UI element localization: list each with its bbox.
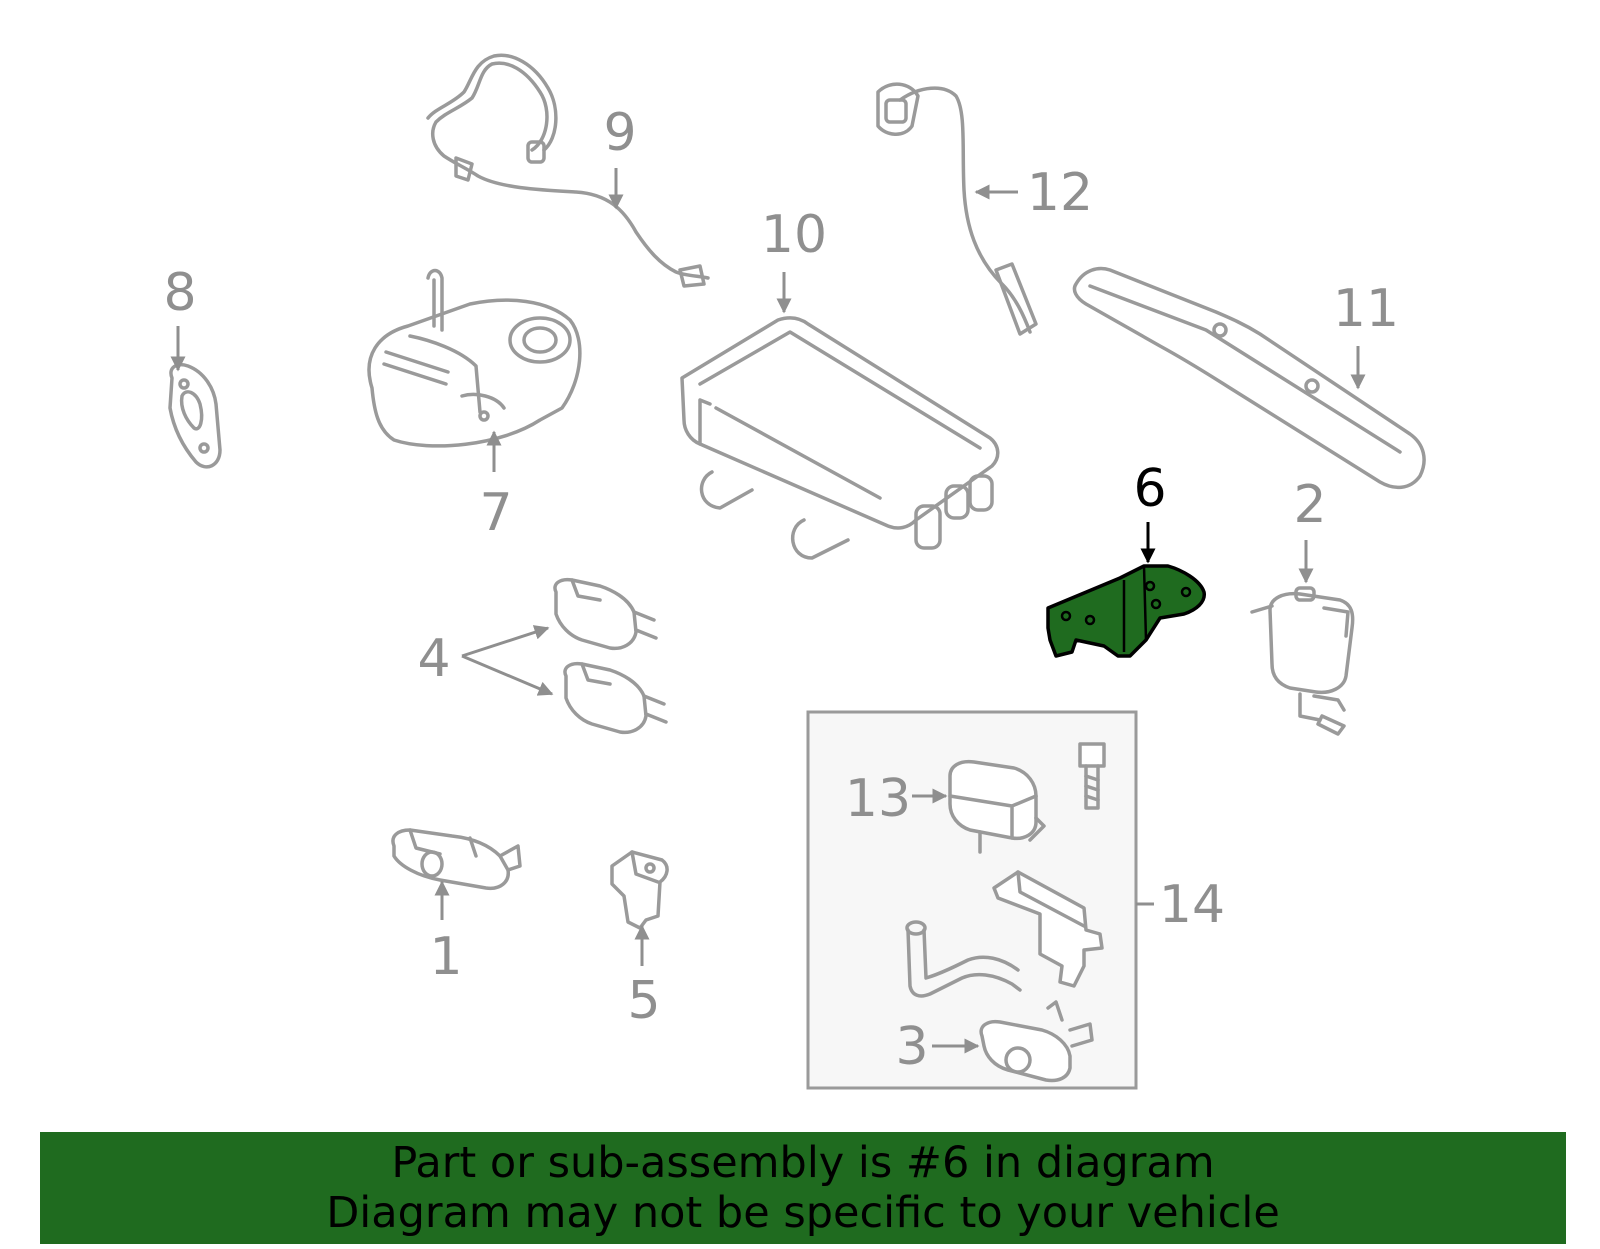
- callout-5: 5: [627, 971, 660, 1031]
- leader-4b: [461, 654, 554, 696]
- banner-line-part: Part or sub-assembly is #6 in diagram: [391, 1138, 1215, 1188]
- part-1-valve[interactable]: [391, 828, 522, 891]
- callout-8: 8: [163, 263, 196, 323]
- callout-3: 3: [895, 1017, 928, 1077]
- callout-10: 10: [761, 205, 827, 265]
- part-6-bracket-highlighted[interactable]: [1046, 564, 1206, 658]
- callout-6: 6: [1133, 459, 1166, 519]
- banner-background: [40, 1132, 1566, 1244]
- part-5-small-bracket[interactable]: [610, 850, 669, 930]
- bolt-part[interactable]: [1078, 742, 1106, 810]
- callout-1: 1: [429, 927, 462, 987]
- hose-part[interactable]: [905, 920, 1022, 998]
- callout-4: 4: [417, 629, 450, 689]
- part-2-solenoid-valve[interactable]: [1250, 586, 1355, 736]
- part-11-bracket-bar[interactable]: [1072, 266, 1426, 490]
- part-9-sensor-wire[interactable]: [426, 53, 710, 288]
- part-3-valve[interactable]: [979, 1000, 1094, 1083]
- part-7-valve-assembly[interactable]: [367, 268, 582, 448]
- part-12-oxygen-sensor[interactable]: [876, 82, 1038, 336]
- callout-12: 12: [1027, 163, 1093, 223]
- part-8-gasket[interactable]: [168, 363, 222, 469]
- callout-2: 2: [1293, 475, 1326, 535]
- callout-13: 13: [845, 769, 911, 829]
- callout-14: 14: [1159, 875, 1225, 935]
- callout-9: 9: [603, 103, 636, 163]
- info-banner: Part or sub-assembly is #6 in diagram Di…: [40, 1132, 1566, 1244]
- part-4-solenoid-valves[interactable]: [553, 577, 668, 735]
- part-13-pressure-sensor[interactable]: [948, 759, 1046, 854]
- callout-7: 7: [479, 483, 512, 543]
- box-bracket-part[interactable]: [992, 870, 1104, 988]
- banner-line-disclaimer: Diagram may not be specific to your vehi…: [326, 1188, 1280, 1238]
- part-10-canister[interactable]: [680, 316, 1000, 560]
- callout-11: 11: [1333, 279, 1399, 339]
- leader-4a: [461, 625, 550, 658]
